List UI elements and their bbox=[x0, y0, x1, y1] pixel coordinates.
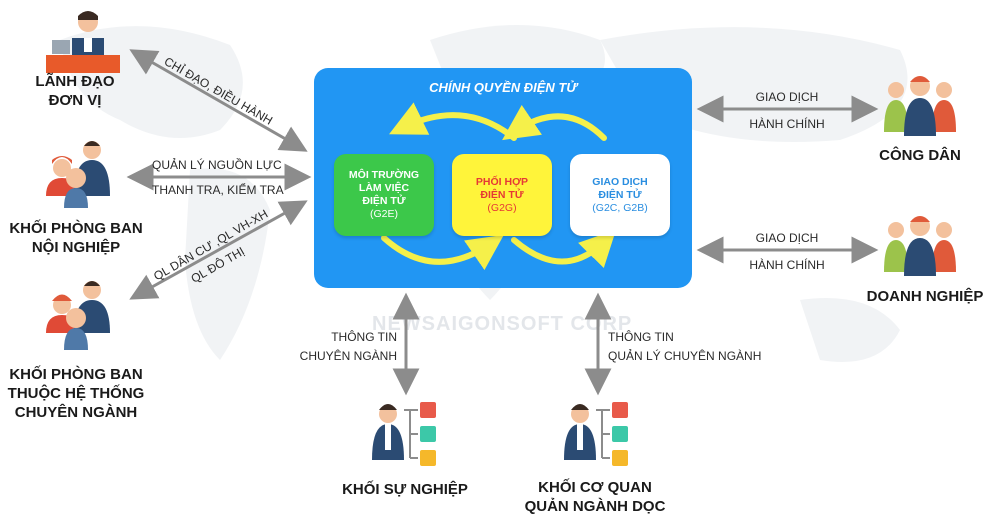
arrow-bottom-right bbox=[511, 229, 617, 269]
box-g2c-line: (G2C, G2B) bbox=[592, 201, 648, 214]
node-label-line: KHỐI CƠ QUAN bbox=[538, 479, 652, 496]
central-panel: CHÍNH QUYỀN ĐIỆN TỬ MÔI TRƯỜNG LÀM VIỆC … bbox=[314, 68, 692, 288]
edge-label-giao-dich-2: GIAO DỊCH HÀNH CHÍNH bbox=[742, 229, 832, 275]
box-g2e: MÔI TRƯỜNG LÀM VIỆC ĐIỆN TỬ (G2E) bbox=[334, 154, 434, 236]
edge-label-thong-tin-2: THÔNG TIN QUẢN LÝ CHUYÊN NGÀNH bbox=[608, 328, 778, 366]
edge-label-thanh-tra: THANH TRA, KIỂM TRA bbox=[152, 183, 284, 197]
node-label-line: ĐƠN VỊ bbox=[48, 92, 102, 109]
box-g2g: PHỐI HỢP ĐIỆN TỬ (G2G) bbox=[452, 154, 552, 236]
edge-label-line: HÀNH CHÍNH bbox=[749, 258, 825, 272]
edge-lanh-dao bbox=[129, 49, 308, 152]
node-label-line: LÃNH ĐẠO bbox=[35, 73, 115, 90]
node-su-nghiep: KHỐI SỰ NGHIỆP bbox=[342, 481, 468, 498]
box-g2e-line: (G2E) bbox=[369, 208, 398, 220]
node-label-line: THUỘC HỆ THỐNG bbox=[7, 385, 145, 402]
node-chuyen-nganh: KHỐI PHÒNG BAN THUỘC HỆ THỐNG CHUYÊN NGÀ… bbox=[6, 365, 146, 422]
cycle-arrows bbox=[381, 102, 617, 271]
leader-icon bbox=[46, 11, 120, 73]
citizens-icon bbox=[884, 76, 956, 136]
edge-label-line: THÔNG TIN bbox=[608, 330, 674, 344]
watermark: NEWSAIGONSOFT CORP bbox=[372, 313, 633, 335]
edge-label-giao-dich-1: GIAO DỊCH HÀNH CHÍNH bbox=[742, 88, 832, 134]
edge-label-line: CHUYÊN NGÀNH bbox=[299, 349, 397, 363]
box-g2c-line: ĐIỆN TỬ bbox=[598, 188, 642, 201]
edge-label-quan-ly-nguon-luc: QUẢN LÝ NGUỒN LỰC bbox=[152, 158, 282, 172]
arrow-bottom-left bbox=[381, 234, 504, 271]
node-cong-dan: CÔNG DÂN bbox=[879, 147, 961, 164]
box-g2e-line: MÔI TRƯỜNG bbox=[348, 169, 420, 181]
edge-label-line: GIAO DỊCH bbox=[755, 90, 819, 104]
box-g2g-line: PHỐI HỢP bbox=[475, 175, 529, 188]
box-g2g-line: (G2G) bbox=[487, 201, 517, 214]
edge-label-line: QUẢN LÝ CHUYÊN NGÀNH bbox=[608, 349, 762, 363]
edge-label-thong-tin-1: THÔNG TIN CHUYÊN NGÀNH bbox=[292, 328, 397, 366]
org-chart-icon-2 bbox=[564, 402, 628, 466]
box-g2e-line: ĐIỆN TỬ bbox=[362, 195, 406, 207]
edge-label-line: GIAO DỊCH bbox=[755, 231, 819, 245]
team-icon-2 bbox=[46, 281, 110, 350]
box-g2g-line: ĐIỆN TỬ bbox=[480, 188, 524, 201]
box-g2c-g2b: GIAO DỊCH ĐIỆN TỬ (G2C, G2B) bbox=[570, 154, 670, 236]
edge-label-line: THÔNG TIN bbox=[331, 330, 397, 344]
business-icon bbox=[884, 216, 956, 276]
edge-label-line: HÀNH CHÍNH bbox=[749, 117, 825, 131]
node-label-line: QUẢN NGÀNH DỌC bbox=[524, 498, 666, 515]
node-label-line: CHUYÊN NGÀNH bbox=[14, 404, 138, 421]
node-label-line: NỘI NGHIỆP bbox=[31, 239, 121, 256]
node-noi-nghiep: KHỐI PHÒNG BAN NỘI NGHIỆP bbox=[6, 219, 146, 257]
node-lanh-dao: LÃNH ĐẠO ĐƠN VỊ bbox=[10, 72, 140, 110]
box-g2e-line: LÀM VIỆC bbox=[358, 182, 410, 194]
team-icon-1 bbox=[46, 141, 110, 208]
arrow-top-right bbox=[502, 104, 607, 141]
node-co-quan: KHỐI CƠ QUAN QUẢN NGÀNH DỌC bbox=[520, 478, 670, 516]
org-chart-icon-1 bbox=[372, 402, 436, 466]
node-doanh-nghiep: DOANH NGHIỆP bbox=[866, 288, 984, 305]
node-label-line: KHỐI PHÒNG BAN bbox=[9, 220, 143, 237]
box-g2c-line: GIAO DỊCH bbox=[592, 175, 648, 188]
node-label-line: KHỐI PHÒNG BAN bbox=[9, 366, 143, 383]
edge-chuyen-nganh bbox=[129, 200, 308, 300]
central-title: CHÍNH QUYỀN ĐIỆN TỬ bbox=[429, 80, 577, 95]
